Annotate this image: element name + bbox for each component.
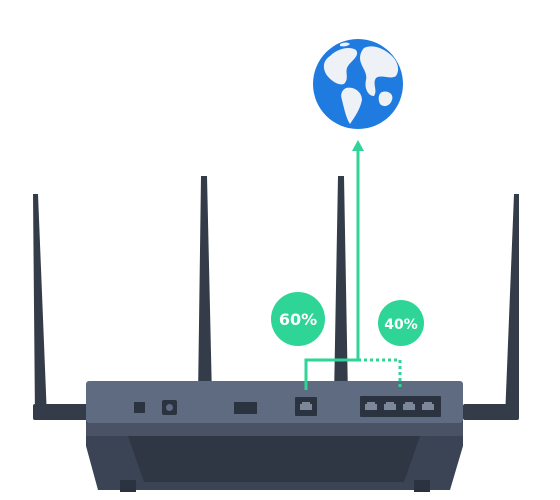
ethernet-port-icon bbox=[365, 402, 377, 410]
antenna-center-left bbox=[198, 176, 212, 398]
usb-port bbox=[234, 402, 257, 414]
antenna-right bbox=[463, 194, 519, 420]
traffic-flow-primary bbox=[304, 148, 360, 390]
ethernet-port-icon bbox=[403, 402, 415, 410]
badge-secondary-label: 40% bbox=[384, 317, 418, 333]
ethernet-port-icon bbox=[300, 402, 312, 410]
ethernet-port-icon bbox=[384, 402, 396, 410]
power-jack bbox=[162, 400, 177, 415]
percentage-badge-primary: 60% bbox=[271, 292, 325, 346]
globe-icon bbox=[313, 39, 403, 129]
ethernet-port-icon bbox=[422, 402, 434, 410]
percentage-badge-secondary: 40% bbox=[378, 300, 424, 346]
reset-button bbox=[134, 402, 145, 413]
wan-port bbox=[295, 397, 317, 416]
arrow-up-icon bbox=[352, 140, 364, 151]
lan-port-group bbox=[360, 396, 441, 417]
antenna-left bbox=[33, 194, 89, 420]
antenna-center-right bbox=[334, 176, 348, 398]
badge-primary-label: 60% bbox=[279, 310, 317, 329]
traffic-flow-secondary bbox=[358, 358, 402, 390]
